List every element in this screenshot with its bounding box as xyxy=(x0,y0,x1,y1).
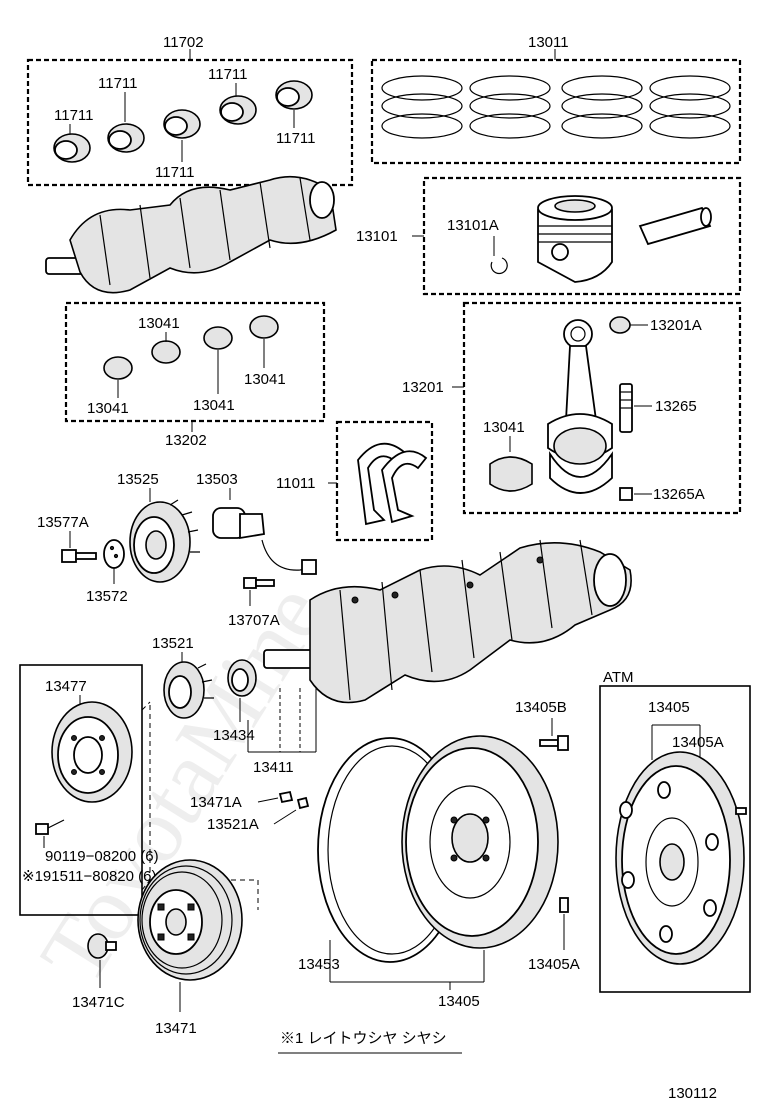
piston-pin-icon xyxy=(638,206,712,246)
thrust-washer-icon xyxy=(357,442,428,526)
part-number-13707A[interactable]: 13707A xyxy=(228,612,280,629)
part-number-13011[interactable]: 13011 xyxy=(528,34,569,51)
part-number-13041-b[interactable]: 13041 xyxy=(244,371,286,388)
part-number-13101[interactable]: 13101 xyxy=(356,228,398,245)
group-11702-main-bearing-set: 11702 11711 11711 11711 11711 11711 xyxy=(26,34,354,187)
piston-icon xyxy=(537,195,613,283)
crank-position-sensor-icon xyxy=(212,507,317,575)
pulley-bolt-icon xyxy=(87,933,117,959)
group-13101-piston: 13101 13101A xyxy=(356,176,742,296)
crankshaft-sketch-icon xyxy=(45,175,337,294)
flywheel-bolt-icon xyxy=(539,735,569,751)
group-13011-piston-ring-set: 13011 xyxy=(370,34,742,165)
part-number-13041-a[interactable]: 13041 xyxy=(138,315,180,332)
diagram-code: 130112 xyxy=(668,1085,717,1102)
part-number-13525[interactable]: 13525 xyxy=(117,471,159,488)
atm-label[interactable]: ATM xyxy=(603,669,634,686)
crankshaft-icon xyxy=(263,539,632,704)
part-number-13202[interactable]: 13202 xyxy=(165,432,207,449)
crank-timing-gear-icon xyxy=(163,661,214,719)
part-number-13434[interactable]: 13434 xyxy=(213,727,255,744)
part-number-13265A[interactable]: 13265A xyxy=(653,486,705,503)
rod-bearing-half-icon xyxy=(103,315,279,380)
part-number-11011[interactable]: 11011 xyxy=(276,475,316,492)
main-bearing-half-icon xyxy=(53,80,313,163)
part-number-13041-d[interactable]: 13041 xyxy=(193,397,235,414)
part-number-13471C[interactable]: 13471C xyxy=(72,994,125,1011)
drive-plate-icon xyxy=(615,751,747,965)
rod-bolt-icon xyxy=(619,383,633,433)
part-number-13041-c[interactable]: 13041 xyxy=(87,400,129,417)
flywheel-icon xyxy=(401,735,559,949)
part-number-13577A[interactable]: 13577A xyxy=(37,514,89,531)
group-13477-pulley: 13477 90119−08200 (6) ※191511−80820 (6) xyxy=(19,664,259,916)
part-number-13405B[interactable]: 13405B xyxy=(515,699,567,716)
part-number-13453[interactable]: 13453 xyxy=(298,956,340,973)
part-number-13572[interactable]: 13572 xyxy=(86,588,128,605)
bolt-icon xyxy=(35,819,65,835)
part-number-90119-08200[interactable]: 90119−08200 (6) xyxy=(45,848,159,865)
sensor-bolt-icon xyxy=(243,577,275,589)
part-number-13405A-atm[interactable]: 13405A xyxy=(672,734,724,751)
part-number-13503[interactable]: 13503 xyxy=(196,471,238,488)
group-13201-connecting-rod: 13201 13201A 13265 13265A 13041 xyxy=(402,301,742,515)
part-number-13477[interactable]: 13477 xyxy=(45,678,87,695)
part-number-13201[interactable]: 13201 xyxy=(402,379,444,396)
part-number-13405A-flywheel[interactable]: 13405A xyxy=(528,956,580,973)
part-number-13201A[interactable]: 13201A xyxy=(650,317,702,334)
part-number-11711-e[interactable]: 11711 xyxy=(155,164,195,181)
bolt-icon xyxy=(61,549,97,563)
part-number-13405-atm[interactable]: 13405 xyxy=(648,699,690,716)
part-number-11711-d[interactable]: 11711 xyxy=(276,130,316,147)
part-number-13041-e[interactable]: 13041 xyxy=(483,419,525,436)
part-number-11711-b[interactable]: 11711 xyxy=(208,66,248,83)
pulley-plate-icon xyxy=(51,701,133,803)
crank-pulley-icon xyxy=(137,859,243,981)
dowel-pin-icon xyxy=(559,897,569,913)
key-icon xyxy=(278,790,310,810)
part-number-13521A[interactable]: 13521A xyxy=(207,816,259,833)
part-number-13471[interactable]: 13471 xyxy=(155,1020,197,1037)
bushing-icon xyxy=(609,316,631,334)
part-number-191511-80820[interactable]: ※191511−80820 (6) xyxy=(22,868,156,885)
rod-bearing-half-icon xyxy=(489,456,533,492)
group-11011-thrust-washer: 11011 xyxy=(276,420,434,542)
plate-washer-icon xyxy=(103,539,125,569)
part-number-11702[interactable]: 11702 xyxy=(163,34,204,51)
part-number-13471A[interactable]: 13471A xyxy=(190,794,242,811)
footnote-text: ※1 レイトウシヤ シヤシ xyxy=(280,1030,447,1047)
part-number-13521[interactable]: 13521 xyxy=(152,635,194,652)
part-number-11711-c[interactable]: 11711 xyxy=(54,107,94,124)
part-number-13265[interactable]: 13265 xyxy=(655,398,697,415)
group-crank-gear-sensor: 13525 13503 13577A 13572 xyxy=(37,471,317,629)
part-number-13101A[interactable]: 13101A xyxy=(447,217,499,234)
group-crank-timing-parts: 13521 13434 13411 13471A 13521A xyxy=(152,635,317,833)
snap-ring-icon xyxy=(490,257,508,275)
group-13202-rod-bearing-set: 13202 13041 13041 13041 13041 xyxy=(64,301,326,449)
piston-ring-icon xyxy=(381,75,731,139)
timing-gear-icon xyxy=(129,499,200,583)
rod-nut-icon xyxy=(619,487,633,501)
group-atm-drive-plate: ATM 13405 13405A xyxy=(599,669,751,993)
part-number-13405[interactable]: 13405 xyxy=(438,993,480,1010)
connecting-rod-icon xyxy=(547,319,613,494)
footnote: ※1 レイトウシヤ シヤシ xyxy=(278,1030,462,1054)
crank-sprocket-ring-icon xyxy=(227,659,257,697)
part-number-11711-a[interactable]: 11711 xyxy=(98,75,138,92)
part-number-13411[interactable]: 13411 xyxy=(253,759,294,776)
